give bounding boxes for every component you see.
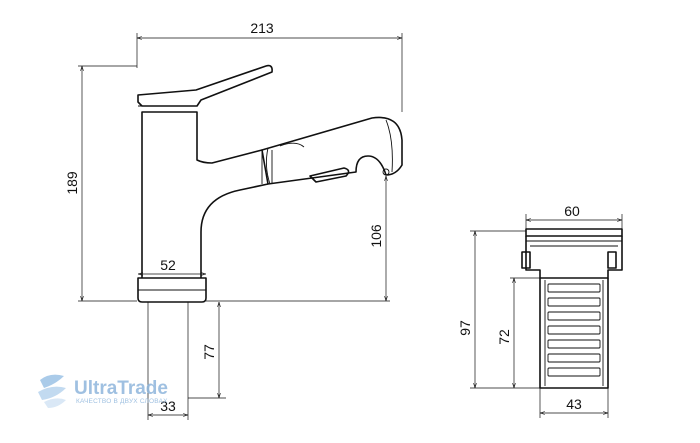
dim-label-52: 52 [160,257,176,273]
dim-label-189: 189 [64,171,80,195]
drain-cage-ribs [547,283,601,377]
spout-head [261,116,403,185]
logo-mark-icon [38,374,66,408]
drain-flange [525,228,623,237]
dim-shank-length: 77 [188,302,226,399]
dim-label-77: 77 [201,344,217,360]
dim-label-213: 213 [250,20,274,36]
dim-label-33: 33 [160,398,176,414]
dim-base-diameter: 52 [138,257,206,274]
dim-shank-diameter: 33 [147,398,189,420]
spout-button [309,167,350,183]
dim-drain-body-width: 43 [539,388,609,418]
faucet-base [137,277,207,303]
dim-drain-height: 97 [457,230,540,389]
drain-cage [539,278,609,389]
faucet-spout-curve [200,183,269,278]
dim-label-97: 97 [457,320,473,336]
dim-label-72: 72 [496,329,512,345]
drain-drawing [521,228,623,389]
logo-tagline-text: КАЧЕСТВО В ДВУХ СЛОВАХ [76,398,168,405]
logo-brand-text: UltraTrade [74,378,168,399]
dim-faucet-width: 213 [136,20,403,112]
dim-label-106: 106 [368,224,384,248]
faucet-drawing [137,64,403,303]
faucet-handle [137,64,273,107]
dim-spout-height: 106 [206,176,390,302]
dim-label-60: 60 [564,203,580,219]
dim-label-43: 43 [566,396,582,412]
dim-drain-top-width: 60 [525,203,623,229]
dim-drain-body-height: 72 [496,277,540,388]
faucet-shank [147,302,189,398]
faucet-body [141,111,263,278]
ultratrade-logo: UltraTrade КАЧЕСТВО В ДВУХ СЛОВАХ [38,374,168,408]
dim-faucet-height: 189 [64,65,137,302]
